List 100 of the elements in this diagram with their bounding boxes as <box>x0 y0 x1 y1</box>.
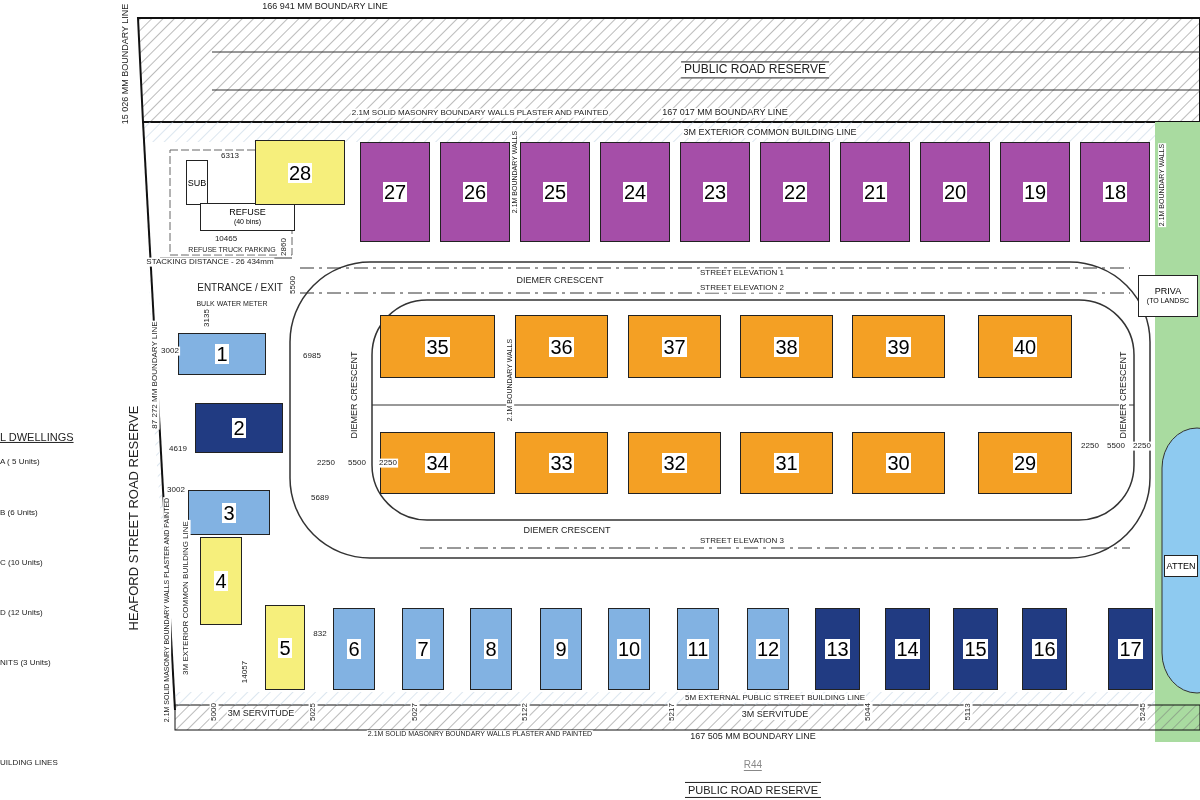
unit-number: 6 <box>347 639 361 659</box>
dwelling-unit <box>1080 142 1150 242</box>
dimension-value: 5113 <box>963 702 973 722</box>
dwelling-unit <box>380 315 495 378</box>
dimension-value: 832 <box>312 629 328 639</box>
plan-note: DIEMER CRESCENT <box>522 526 612 536</box>
plan-note: 167 505 MM BOUNDARY LINE <box>689 732 817 742</box>
dimension-value: 2250 <box>316 458 336 468</box>
unit-number: 13 <box>825 639 850 659</box>
unit-number: 3 <box>222 502 236 523</box>
dwelling-unit <box>953 608 998 690</box>
unit-number: 29 <box>1012 453 1038 473</box>
dwelling-unit <box>178 333 266 375</box>
dimension-value: 5245 <box>1138 702 1148 722</box>
unit-number: 35 <box>425 336 450 357</box>
unit-number: 10 <box>616 639 642 659</box>
plan-note: R44 <box>743 759 763 771</box>
plan-note: 3M EXTERIOR COMMON BUILDING LINE <box>181 520 191 676</box>
unit-number: 22 <box>782 182 808 202</box>
dimension-value: 5025 <box>308 702 318 722</box>
unit-number: 18 <box>1102 182 1128 202</box>
dimension-value: 3002 <box>160 346 180 356</box>
dwelling-unit <box>608 608 650 690</box>
dwelling-unit <box>195 403 283 453</box>
unit-number: 2 <box>232 418 246 438</box>
legend-entry: D (12 Units) <box>0 608 43 618</box>
unit-number: 27 <box>382 182 408 202</box>
unit-number: 9 <box>554 639 568 659</box>
dwelling-unit <box>265 605 305 690</box>
dwelling-unit <box>978 315 1072 378</box>
area-label: SUB <box>187 177 207 188</box>
plan-note: DIEMER CRESCENT <box>350 350 360 440</box>
plan-note: 2.1M SOLID MASONRY BOUNDARY WALLS PLASTER AND PAINTED <box>350 108 610 118</box>
legend-entry: B (6 Units) <box>0 508 38 518</box>
dwelling-unit <box>885 608 930 690</box>
legend-entry: A ( 5 Units) <box>0 457 40 467</box>
dimension-value: 2250 <box>378 458 398 468</box>
unit-number: 33 <box>549 453 574 473</box>
dwelling-unit <box>380 432 495 494</box>
unit-number: 37 <box>662 336 687 357</box>
plan-note: DIEMER CRESCENT <box>515 276 605 286</box>
unit-number: 34 <box>425 453 450 473</box>
private-open-space <box>1138 275 1198 317</box>
plan-note: PUBLIC ROAD RESERVE <box>685 781 821 799</box>
unit-number: 8 <box>484 639 498 659</box>
unit-number: 30 <box>886 453 911 473</box>
dwelling-unit <box>978 432 1072 494</box>
plan-note: 87 272 MM BOUNDARY LINE <box>150 320 160 430</box>
plan-note: 15 026 MM BOUNDARY LINE <box>121 2 131 126</box>
dwelling-unit <box>333 608 375 690</box>
dimension-value: 5500 <box>1106 441 1126 451</box>
unit-number: 38 <box>774 336 799 357</box>
unit-number: 5 <box>278 637 292 658</box>
plan-note: 3M EXTERIOR COMMON BUILDING LINE <box>682 128 858 138</box>
unit-number: 39 <box>886 336 911 357</box>
dwelling-unit <box>1022 608 1067 690</box>
plan-note: 167 017 MM BOUNDARY LINE <box>661 108 789 118</box>
plan-note: PUBLIC ROAD RESERVE <box>681 61 829 79</box>
legend-entry: UILDING LINES <box>0 758 58 768</box>
dwelling-unit <box>515 315 608 378</box>
plan-note: DIEMER CRESCENT <box>1119 350 1129 440</box>
unit-number: 36 <box>549 336 574 357</box>
unit-number: 16 <box>1032 639 1057 659</box>
dwelling-unit <box>740 315 833 378</box>
legend-entry: C (10 Units) <box>0 558 43 568</box>
dwelling-unit <box>188 490 270 535</box>
dimension-value: 5500 <box>288 275 298 295</box>
dimension-value: 4619 <box>168 444 188 454</box>
unit-number: 26 <box>462 182 488 202</box>
unit-number: 14 <box>895 639 920 659</box>
dwelling-unit <box>920 142 990 242</box>
dwelling-unit <box>360 142 430 242</box>
unit-number: 4 <box>214 571 228 591</box>
dwelling-unit <box>1000 142 1070 242</box>
refuse-area <box>200 203 295 231</box>
legend-entry: L DWELLINGS <box>0 430 74 444</box>
dwelling-unit <box>540 608 582 690</box>
unit-number: 15 <box>963 639 988 659</box>
dimension-value: 3135 <box>202 308 212 328</box>
unit-number: 40 <box>1012 336 1038 357</box>
area-label: ATTEN <box>1166 561 1196 571</box>
dwelling-unit <box>402 608 444 690</box>
unit-number: 24 <box>622 182 648 202</box>
dwelling-unit <box>747 608 789 690</box>
unit-number: 1 <box>215 344 229 364</box>
dwelling-unit <box>255 140 345 205</box>
attenuation-area <box>1164 555 1198 577</box>
dimension-value: 2250 <box>1080 441 1100 451</box>
dwelling-unit <box>677 608 719 690</box>
dimension-value: 14057 <box>240 659 250 685</box>
dimension-value: 5217 <box>667 702 677 722</box>
dwelling-unit <box>760 142 830 242</box>
dwelling-unit <box>740 432 833 494</box>
unit-number: 21 <box>862 182 888 202</box>
plan-note: 5M EXTERNAL PUBLIC STREET BUILDING LINE <box>684 693 866 703</box>
dwelling-unit <box>470 608 512 690</box>
dimension-value: 5689 <box>310 493 330 503</box>
dwelling-unit <box>520 142 590 242</box>
dimension-value: 5044 <box>863 702 873 722</box>
dwelling-unit <box>815 608 860 690</box>
